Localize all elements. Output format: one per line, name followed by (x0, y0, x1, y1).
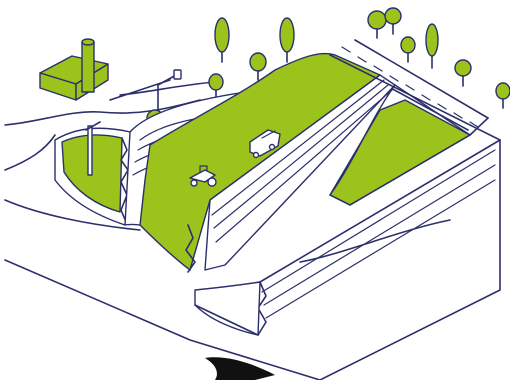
tree (455, 60, 471, 86)
tree (368, 11, 386, 38)
tree (401, 37, 415, 62)
building-with-chimney (40, 39, 108, 100)
tree (215, 18, 229, 62)
tree (250, 53, 266, 80)
tree (280, 18, 294, 62)
tree (385, 8, 401, 34)
bottom-shadow (205, 357, 275, 380)
earth-block (5, 53, 500, 380)
tree (426, 24, 438, 68)
tree (496, 83, 510, 108)
